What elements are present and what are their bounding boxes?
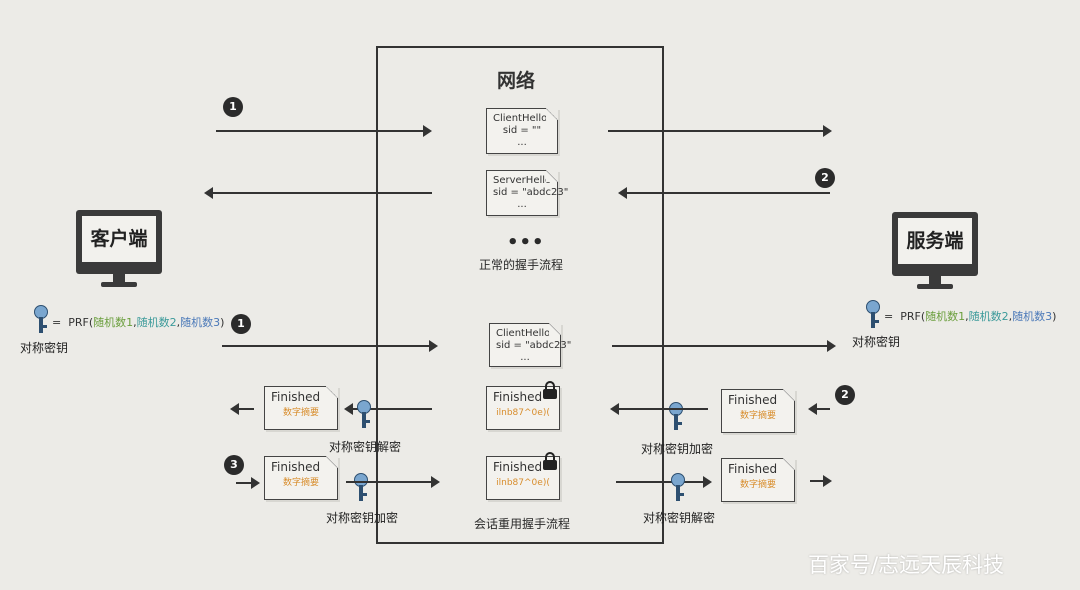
client-hello-sid: sid = "" [502, 125, 542, 136]
arrow-client-to-network-resume [222, 340, 438, 352]
client-hello-message: ClientHello sid = "" ... [486, 108, 558, 154]
arrow-to-network-client-finished [346, 476, 440, 488]
server-random-3: 随机数3 [1012, 310, 1053, 323]
server-hello-more: ... [517, 199, 527, 210]
client-hello-title: ClientHello [493, 113, 548, 124]
arrow-client-finished-in [230, 403, 254, 415]
lock-icon [543, 452, 557, 470]
arrow-network-to-client-finished [344, 403, 432, 415]
client-encrypt-label: 对称密钥加密 [326, 511, 399, 525]
client-finished-dec-title: Finished [271, 390, 321, 404]
ellipsis: ••• [507, 232, 545, 253]
server-random-2: 随机数2 [968, 310, 1009, 323]
server-finished-dec-title: Finished [728, 462, 778, 476]
network-title: 网络 [497, 70, 536, 92]
server-key-icon [866, 300, 880, 330]
client-hello-resume-message: ClientHello sid = "abdc23" ... [489, 323, 572, 367]
arrow-server-finished-in [810, 475, 832, 487]
client-key-icon [34, 305, 48, 335]
client-finished-decrypted: Finished 数字摘要 [264, 386, 338, 430]
server-finished-enc-title: Finished [493, 390, 543, 404]
normal-handshake-caption: 正常的握手流程 [479, 258, 564, 272]
server-encrypt-key-icon [669, 402, 683, 432]
client-finished-ciphertext: ilnb87^0e)( [496, 478, 550, 488]
lock-icon [543, 381, 557, 399]
client-random-1: 随机数1 [93, 316, 134, 329]
client-hello-resume-more: ... [520, 352, 530, 363]
step-2-badge-resume: 2 [835, 385, 855, 405]
step-3-badge: 3 [224, 455, 244, 475]
network-box [376, 46, 664, 544]
server-finished-dec-digest: 数字摘要 [739, 480, 776, 490]
client-hello-resume-sid: sid = "abdc23" [496, 340, 572, 351]
arrow-to-network-server-finished [610, 403, 708, 415]
server-sym-key-label: 对称密钥 [852, 335, 901, 349]
server-label: 服务端 [898, 218, 972, 264]
arrow-client-to-network [216, 125, 432, 137]
resume-handshake-caption: 会话重用握手流程 [474, 517, 571, 531]
client-random-2: 随机数2 [136, 316, 177, 329]
arrow-server-finished-out [808, 403, 830, 415]
client-decrypt-key-icon [357, 400, 371, 430]
client-finished-title: Finished [271, 460, 321, 474]
client-finished-dec-digest: 数字摘要 [282, 408, 319, 418]
arrow-server-to-network [618, 187, 830, 199]
server-random-1: 随机数1 [925, 310, 966, 323]
arrow-network-to-server-resume [612, 340, 836, 352]
server-hello-sid: sid = "abdc23" [493, 187, 569, 198]
watermark: 百家号/志远天辰科技 [808, 553, 1005, 577]
server-finished-decrypted: Finished 数字摘要 [721, 458, 795, 502]
arrow-network-to-server [608, 125, 832, 137]
client-prf-formula: = PRF(随机数1,随机数2,随机数3) [52, 316, 225, 329]
step-2-badge: 2 [815, 168, 835, 188]
client-hello-more: ... [517, 137, 527, 148]
server-finished-digest: 数字摘要 [739, 411, 776, 421]
client-hello-resume-title: ClientHello [496, 328, 551, 339]
server-finished-encrypted: Finished ilnb87^0e)( [486, 386, 560, 430]
client-finished-digest: 数字摘要 [282, 478, 319, 488]
server-hello-title: ServerHello [493, 175, 552, 186]
client-monitor-icon: 客户端 [76, 210, 162, 288]
arrow-client-finished-out [236, 477, 260, 489]
server-encrypt-label: 对称密钥加密 [641, 442, 714, 456]
server-prf-formula: = PRF(随机数1,随机数2,随机数3) [884, 310, 1057, 323]
arrow-network-to-server-finished [616, 476, 712, 488]
client-sym-key-label: 对称密钥 [20, 341, 69, 355]
step-1-badge-resume: 1 [231, 314, 251, 334]
server-monitor-icon: 服务端 [892, 212, 978, 290]
client-label: 客户端 [82, 216, 156, 262]
client-encrypt-key-icon [354, 473, 368, 503]
client-decrypt-label: 对称密钥解密 [329, 440, 402, 454]
step-1-badge: 1 [223, 97, 243, 117]
server-finished-ciphertext: ilnb87^0e)( [496, 408, 550, 418]
server-hello-message: ServerHello sid = "abdc23" ... [486, 170, 569, 216]
server-decrypt-key-icon [671, 473, 685, 503]
server-finished-plain: Finished 数字摘要 [721, 389, 795, 433]
server-decrypt-label: 对称密钥解密 [643, 511, 716, 525]
client-finished-encrypted: Finished ilnb87^0e)( [486, 456, 560, 500]
client-finished-plain: Finished 数字摘要 [264, 456, 338, 500]
client-random-3: 随机数3 [180, 316, 221, 329]
server-finished-title: Finished [728, 393, 778, 407]
client-finished-enc-title: Finished [493, 460, 543, 474]
arrow-network-to-client [204, 187, 432, 199]
